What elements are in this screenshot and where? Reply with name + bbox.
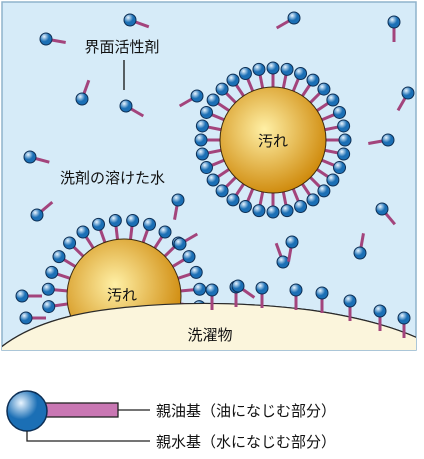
legend-hydrophilic-head [6, 390, 48, 432]
large-dirt-surfactant-ring [194, 61, 352, 219]
surfactant-molecule-icon [315, 93, 340, 113]
surfactant-molecule-icon [199, 158, 226, 175]
surfactant-molecule-icon [320, 158, 347, 175]
surfactant-molecule-icon [194, 133, 221, 147]
surfactant-molecule-icon [238, 66, 255, 93]
surfactant-molecule-icon [375, 202, 397, 226]
dirt-label-large: 汚れ [258, 132, 288, 150]
surfactant-molecule-icon [397, 311, 411, 338]
laundry-label: 洗濯物 [187, 326, 232, 344]
surfactant-molecule-icon [231, 279, 256, 299]
surfactant-molecule-icon [215, 82, 238, 105]
surfactant-molecule-icon [285, 235, 299, 262]
dirt-label-small: 汚れ [107, 286, 137, 304]
surfactant-molecule-icon [320, 105, 347, 122]
surfactant-molecule-icon [315, 167, 340, 187]
surfactant-molecule-icon [266, 192, 280, 219]
small-dirt-surfactant-ring [41, 213, 207, 314]
surfactant-molecule-icon [325, 133, 352, 147]
free-surfactant-molecules [23, 11, 415, 299]
dirt-particle-large [219, 86, 327, 194]
surfactant-molecule-icon [206, 93, 231, 113]
surfactant-molecule-icon [252, 190, 266, 218]
surfactant-molecule-icon [171, 193, 185, 220]
surfactant-molecule-icon [15, 289, 42, 303]
surfactant-molecule-icon [23, 150, 50, 164]
surfactant-molecule-icon [173, 232, 199, 251]
surfactant-molecule-icon [291, 187, 308, 214]
surfactant-molecule-icon [119, 99, 145, 118]
surfactant-molecule-icon [289, 283, 303, 310]
surfactant-molecule-icon [255, 281, 269, 308]
surfactant-molecule-icon [368, 133, 395, 147]
surfactant-molecule-icon [343, 294, 357, 321]
surfactant-molecule-icon [373, 304, 387, 331]
surfactant-molecule-icon [238, 187, 255, 214]
surfactant-molecule-icon [199, 105, 226, 122]
surfactant-molecule-icon [206, 167, 231, 187]
surfactant-molecule-icon [323, 147, 351, 161]
surfactant-molecule-icon [39, 32, 66, 46]
legend: 親油基（油になじむ部分） 親水基（水になじむ部分） [6, 390, 336, 451]
surfactant-molecule-icon [353, 233, 367, 260]
surfactant-molecule-icon [226, 182, 246, 207]
surfactant-molecule-icon [300, 73, 320, 98]
surfactant-molecule-icon [300, 182, 320, 207]
surfactant-molecule-icon [291, 66, 308, 93]
surfactant-molecule-icon [280, 62, 294, 90]
surfactant-molecule-icon [195, 119, 223, 133]
surfactant-molecule-icon [280, 190, 294, 218]
surfactant-molecule-icon [30, 200, 54, 222]
solution-label: 洗剤の溶けた水 [60, 169, 165, 187]
surfactant-molecule-icon [396, 86, 415, 112]
surfactant-molecule-icon [75, 79, 91, 106]
surfactant-molecule-icon [195, 147, 223, 161]
surfactant-molecule-icon [266, 61, 280, 88]
surfactant-molecule-icon [19, 311, 46, 325]
surfactant-molecule-icon [315, 286, 329, 313]
surfactant-molecule-icon [123, 13, 150, 29]
surfactant-label: 界面活性剤 [84, 38, 159, 56]
legend-lipophilic-label: 親油基（油になじむ部分） [156, 402, 336, 420]
surfactant-molecule-icon [215, 175, 238, 198]
surfactant-molecule-icon [275, 11, 301, 30]
surfactant-molecule-icon [226, 73, 246, 98]
surfactant-molecule-icon [274, 242, 290, 269]
legend-hydrophilic-label: 親水基（水になじむ部分） [156, 433, 336, 451]
surfactant-molecule-icon [308, 82, 331, 105]
surfactant-molecule-icon [323, 119, 351, 133]
legend-lipophilic-tail [37, 402, 119, 418]
surfactant-molecule-icon [205, 283, 219, 310]
surfactant-molecule-icon [308, 175, 331, 198]
legend-hydrophilic-leader [26, 431, 150, 442]
surfactant-molecule-icon [178, 89, 204, 108]
surfactant-molecule-icon [76, 225, 98, 254]
surfactant-molecule-icon [252, 62, 266, 90]
surfactant-molecule-icon [387, 15, 401, 42]
